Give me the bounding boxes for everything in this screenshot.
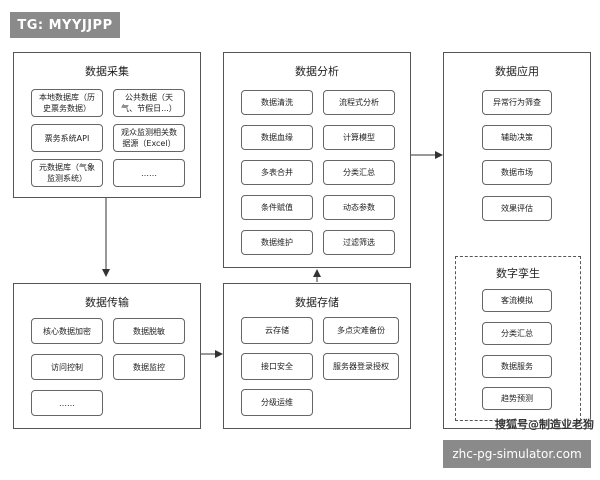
node-compute-model: 计算模型 xyxy=(323,125,395,150)
panel-data-collection: 数据采集 本地数据库（历 史票务数据） 公共数据（天 气、节假日...） 票务系… xyxy=(13,52,201,198)
panel-data-application: 数据应用 异常行为筛查 辅助决策 数据市场 效果评估 数字孪生 客流模拟 分类汇… xyxy=(443,52,591,429)
panel-title: 数据采集 xyxy=(85,65,129,78)
watermark-site: zhc-pg-simulator.com xyxy=(443,440,591,468)
node-server-login-auth: 服务器登录授权 xyxy=(323,353,399,380)
node-public-data: 公共数据（天 气、节假日...） xyxy=(113,89,185,117)
panel-data-storage: 数据存储 云存储 多点灾难备份 接口安全 服务器登录授权 分级运维 xyxy=(223,283,411,429)
node-category-summary: 分类汇总 xyxy=(323,160,395,185)
node-more: …… xyxy=(31,390,103,416)
panel-data-analysis: 数据分析 数据清洗 流程式分析 数据血缘 计算模型 多表合并 分类汇总 条件赋值… xyxy=(223,52,411,268)
node-core-encryption: 核心数据加密 xyxy=(31,318,103,344)
node-access-control: 访问控制 xyxy=(31,354,103,380)
node-tiered-ops: 分级运维 xyxy=(241,389,313,416)
node-data-market: 数据市场 xyxy=(482,160,552,185)
digital-twin-group: 数字孪生 客流模拟 分类汇总 数据服务 趋势预测 xyxy=(455,256,581,421)
node-trend-forecast: 趋势预测 xyxy=(482,387,552,410)
node-decision-support: 辅助决策 xyxy=(482,125,552,150)
node-data-monitoring: 数据监控 xyxy=(113,354,185,380)
tag-label: TG: MYYJJPP xyxy=(10,12,120,38)
group-title: 数字孪生 xyxy=(496,267,540,280)
node-conditional-assign: 条件赋值 xyxy=(241,195,313,220)
watermark-sohu: 搜狐号@制造业老狗 xyxy=(495,418,594,431)
node-filter-screening: 过滤筛选 xyxy=(323,230,395,255)
panel-title: 数据应用 xyxy=(495,65,539,78)
node-local-database: 本地数据库（历 史票务数据） xyxy=(31,89,103,117)
panel-title: 数据存储 xyxy=(295,296,339,309)
node-dynamic-params: 动态参数 xyxy=(323,195,395,220)
node-anomaly-screening: 异常行为筛查 xyxy=(482,90,552,115)
node-cloud-storage: 云存储 xyxy=(241,317,313,344)
node-effect-evaluation: 效果评估 xyxy=(482,196,552,221)
node-audience-data: 观众监测相关数 据源（Excel） xyxy=(113,124,185,152)
node-more: …… xyxy=(113,159,185,187)
node-data-lineage: 数据血缘 xyxy=(241,125,313,150)
panel-data-transmission: 数据传输 核心数据加密 数据脱敏 访问控制 数据监控 …… xyxy=(13,283,201,429)
node-interface-security: 接口安全 xyxy=(241,353,313,380)
node-disaster-backup: 多点灾难备份 xyxy=(323,317,399,344)
panel-title: 数据分析 xyxy=(295,65,339,78)
node-data-maintenance: 数据维护 xyxy=(241,230,313,255)
node-process-analysis: 流程式分析 xyxy=(323,90,395,115)
node-ticket-api: 票务系统API xyxy=(31,124,103,152)
node-data-cleaning: 数据清洗 xyxy=(241,90,313,115)
node-meta-database: 元数据库（气象 监测系统） xyxy=(31,159,103,187)
node-data-service: 数据服务 xyxy=(482,355,552,378)
panel-title: 数据传输 xyxy=(85,296,129,309)
node-desensitization: 数据脱敏 xyxy=(113,318,185,344)
node-passenger-simulation: 客流模拟 xyxy=(482,289,552,312)
node-category-summary: 分类汇总 xyxy=(482,322,552,345)
node-multi-table-merge: 多表合并 xyxy=(241,160,313,185)
